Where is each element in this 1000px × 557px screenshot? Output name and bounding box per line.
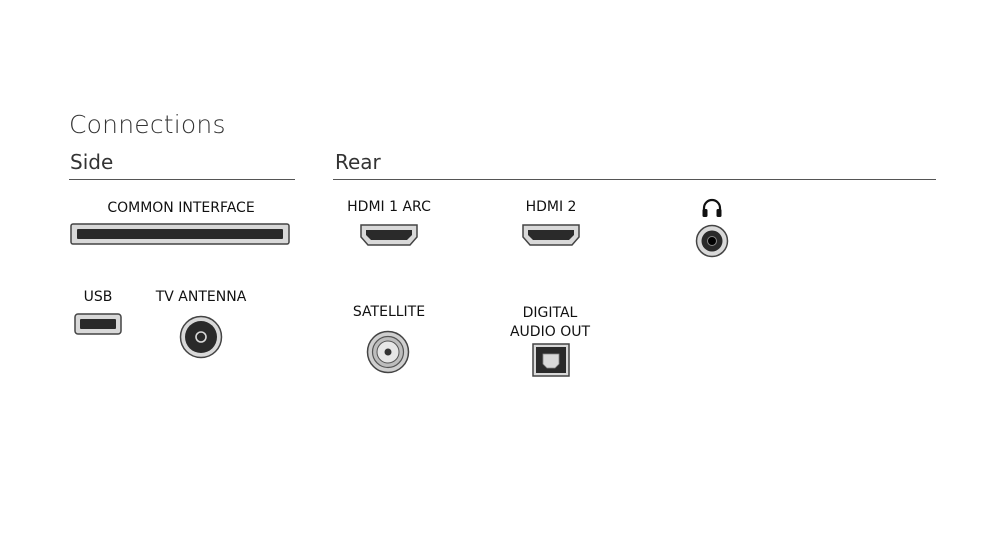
common-interface-slot-icon (70, 223, 290, 245)
hdmi2-label: HDMI 2 (525, 199, 577, 215)
usb-port-icon (74, 313, 122, 335)
satellite-label: SATELLITE (352, 304, 426, 320)
optical-port-icon (532, 343, 570, 377)
tv-antenna-label: TV ANTENNA (155, 289, 247, 305)
section-label-rear: Rear (335, 150, 381, 174)
hdmi-port-icon (360, 224, 418, 246)
hdmi-port-icon (522, 224, 580, 246)
hdmi1-arc-label: HDMI 1 ARC (347, 199, 431, 215)
digital-audio-out-label-line2: AUDIO OUT (509, 324, 591, 340)
digital-audio-out-label: DIGITAL AUDIO OUT (495, 304, 605, 342)
usb-label: USB (83, 289, 113, 305)
section-label-side: Side (70, 150, 114, 174)
common-interface-label: COMMON INTERFACE (107, 200, 255, 216)
rear-divider (333, 179, 936, 180)
coax-port-icon (179, 315, 223, 359)
digital-audio-out-label-line1: DIGITAL (522, 305, 578, 321)
page-title: Connections (69, 110, 226, 139)
side-divider (69, 179, 295, 180)
audio-jack-icon (695, 224, 729, 258)
headphones-icon (702, 198, 722, 217)
coax-port-icon (366, 330, 410, 374)
